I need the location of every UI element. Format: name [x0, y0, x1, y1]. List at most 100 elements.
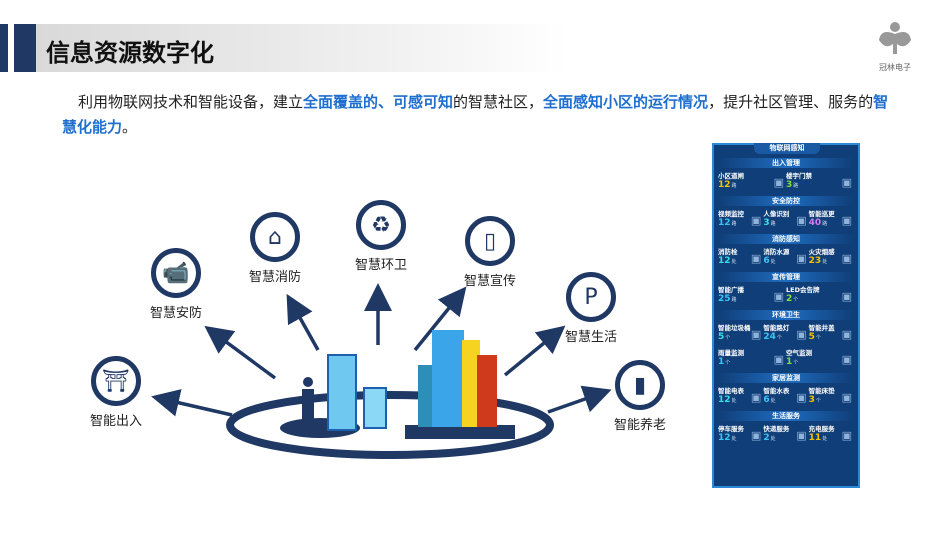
door-gate-icon: ⛩: [91, 356, 141, 406]
metric-unit: 处: [770, 398, 776, 404]
logo-text: 冠林电子: [879, 63, 911, 72]
node-smart-security[interactable]: 📹智慧安防: [136, 248, 216, 321]
metric-value: 6处: [763, 256, 775, 266]
metric-number: 6: [763, 395, 770, 405]
metric-unit: 个: [725, 360, 731, 366]
node-label: 智能出入: [89, 414, 142, 429]
device-icon: ▣: [841, 353, 852, 366]
node-smart-publicity[interactable]: ▯智慧宣传: [450, 216, 530, 289]
metric-name: 视频监控: [718, 210, 744, 218]
node-label: 智慧环卫: [354, 258, 407, 273]
header-accent: [0, 24, 8, 72]
metric-number: 12: [718, 395, 731, 405]
metric-value: 2处: [763, 433, 775, 443]
intro-text-2: 的智慧社区，: [453, 93, 544, 111]
page-title: 信息资源数字化: [46, 39, 214, 67]
metric-value: 12处: [718, 256, 737, 266]
metric-unit: 个: [776, 335, 782, 341]
metric-value: 24个: [763, 332, 782, 342]
house-icon: ⌂: [250, 212, 300, 262]
metric-name: 充电服务: [808, 425, 835, 433]
title-band: [36, 24, 566, 72]
recycle-bin-icon: ♻: [356, 200, 406, 250]
device-icon: ▣: [750, 252, 762, 265]
metric-number: 12: [718, 433, 731, 443]
device-icon: ▣: [773, 353, 784, 366]
metric-value: 3路: [786, 180, 798, 190]
node-smart-eldercare[interactable]: ▮智能养老: [600, 360, 680, 433]
metric-number: 23: [808, 256, 822, 266]
metric-number: 2: [763, 433, 770, 443]
node-smart-access[interactable]: ⛩ 智能出入: [76, 356, 156, 429]
metric-unit: 路: [770, 221, 776, 227]
intro-text-3: ，提升社区管理、服务的: [708, 93, 874, 111]
metric-number: 1: [786, 357, 793, 367]
node-label: 智慧安防: [149, 306, 202, 321]
metric-name: 空气监测: [786, 349, 812, 357]
metric-number: 24: [763, 332, 776, 342]
device-icon: ▣: [841, 214, 852, 227]
device-icon: ▣: [796, 328, 807, 341]
metric-unit: 处: [770, 436, 776, 442]
metric-value: 12处: [718, 395, 737, 405]
section-header: 生活服务: [718, 411, 854, 421]
metric-number: 1: [718, 357, 725, 367]
metric-name: 智能垃圾桶: [718, 324, 751, 332]
metric-name: 智能巡更: [808, 210, 835, 218]
device-icon: ▣: [841, 391, 852, 404]
node-smart-sanitation[interactable]: ♻ 智慧环卫: [341, 200, 421, 273]
metric-name: 消防栓: [718, 248, 738, 256]
metric-value: 12处: [718, 433, 737, 443]
node-smart-fire[interactable]: ⌂ 智慧消防: [235, 212, 315, 285]
metric-value: 12路: [718, 180, 737, 190]
metric-name: 智能电表: [718, 387, 744, 395]
section-header: 环境卫生: [718, 310, 854, 320]
section-header: 宣传管理: [718, 272, 854, 282]
intro-highlight-1: 全面覆盖的、可感可知: [303, 93, 454, 111]
metric-value: 2个: [786, 294, 798, 304]
metric-number: 2: [786, 294, 793, 304]
metric-name: 火灾烟感: [808, 248, 835, 256]
metric-value: 25路: [718, 294, 737, 304]
metric-name: 智能广播: [718, 286, 744, 294]
node-label: 智能养老: [613, 418, 666, 433]
section-header: 出入管理: [718, 158, 854, 168]
device-icon: ▣: [750, 328, 762, 341]
metric-number: 3: [763, 218, 770, 228]
device-icon: ▣: [750, 429, 762, 442]
panel-title: 物联网感知: [754, 143, 820, 154]
node-label: 智慧消防: [248, 270, 301, 285]
platform-ring: [226, 391, 554, 459]
intro-text-1: 利用物联网技术和智能设备，建立: [78, 93, 304, 111]
